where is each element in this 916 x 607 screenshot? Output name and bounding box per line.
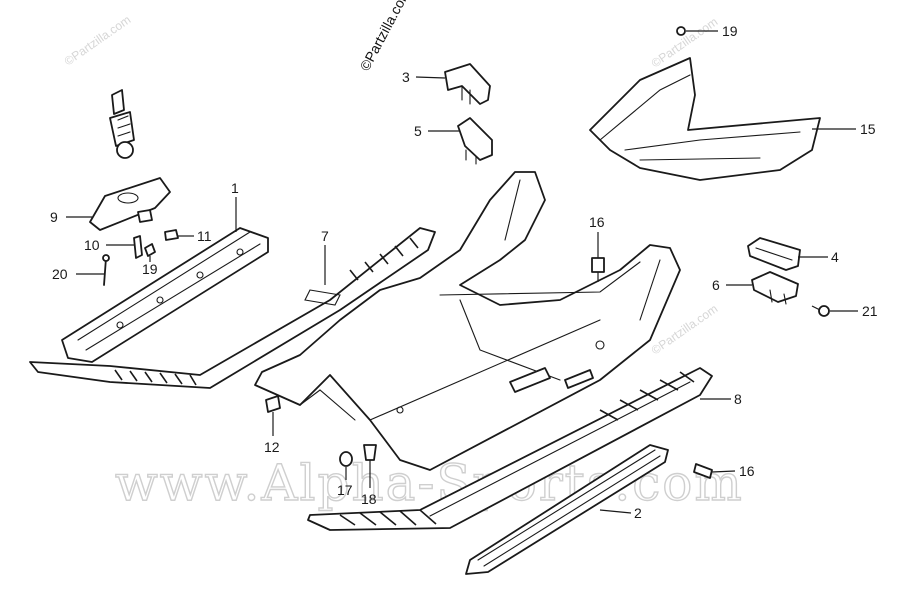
callout-10: 10 [84,237,100,253]
part-18-pin [363,444,377,470]
callout-1: 1 [231,180,239,196]
callout-15: 15 [860,121,876,137]
callout-7: 7 [321,228,329,244]
part-8-right-step-board [307,367,713,531]
callout-20: 20 [52,266,68,282]
callout-19-left: 19 [142,261,158,277]
part-4-rubber-pad [747,237,801,271]
part-16-pin-top [591,257,605,282]
small-hardware-left [102,209,179,286]
part-3-clip [444,63,491,105]
callout-11: 11 [197,228,212,244]
callout-8: 8 [734,391,742,407]
callout-3: 3 [402,69,410,85]
part-2-lower-rail [465,444,669,575]
leader-lines [66,30,858,514]
part-9-latch-cover [89,177,171,231]
callout-12: 12 [264,439,280,455]
callout-21: 21 [862,303,878,319]
part-7-left-step-board [29,227,436,389]
part-17-grommet [339,451,353,467]
callout-6: 6 [712,277,720,293]
callout-17: 17 [337,482,353,498]
callout-16-top: 16 [589,214,605,230]
part-19-screw-top [676,26,686,36]
main-floor-step [254,171,681,471]
part-5-bracket [457,117,493,165]
callout-2: 2 [634,505,642,521]
callout-16-lower: 16 [739,463,755,479]
copyright-watermark: ©Partzilla.com [357,0,414,73]
part-6-bracket [751,271,799,305]
part-12-clip [265,395,281,413]
part-15-rear-cover [589,57,821,181]
callout-18: 18 [361,491,377,507]
part-21-screw [811,305,830,317]
lock-assembly [109,89,135,159]
faint-watermark-left: ©Partzilla.com [62,13,134,69]
part-1-left-side-bracket [61,227,269,363]
callout-4: 4 [831,249,839,265]
callout-5: 5 [414,123,422,139]
callout-9: 9 [50,209,58,225]
callout-19-top: 19 [722,23,738,39]
part-16-pin-lower [693,463,713,479]
callout-numbers: 1 2 3 4 5 6 7 8 9 10 11 12 15 16 16 17 1… [50,23,878,521]
